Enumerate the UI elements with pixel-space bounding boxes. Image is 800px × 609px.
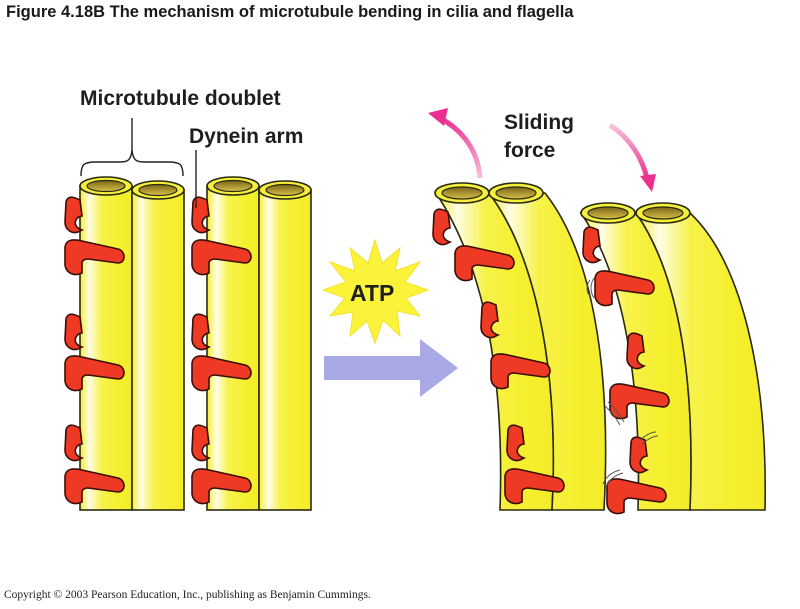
motion-lines-icon (586, 277, 659, 488)
microtubule-doublet-label: Microtubule doublet (80, 87, 281, 110)
dynein-arm-label: Dynein arm (189, 125, 304, 148)
microtubule-b (258, 189, 312, 511)
atp-burst-icon (321, 238, 430, 345)
microtubule-a (79, 185, 133, 511)
sliding-force-label: Sliding force (504, 109, 574, 166)
dynein-arm (582, 226, 601, 264)
doublet-bracket (80, 149, 184, 177)
atp-label: ATP (350, 280, 395, 306)
sliding-arrow-down-right-icon (608, 122, 650, 179)
microtubule-b (634, 212, 767, 511)
sliding-force-line2: force (504, 139, 556, 163)
dynein-arm (432, 208, 451, 246)
left-doublet-2 (191, 176, 312, 511)
right-doublet-1 (432, 182, 607, 511)
left-doublet-1 (64, 176, 185, 511)
figure-title: Figure 4.18B The mechanism of microtubul… (6, 3, 574, 21)
sliding-force-line1: Sliding (504, 111, 574, 134)
copyright-notice: Copyright © 2003 Pearson Education, Inc.… (4, 589, 371, 601)
sliding-arrow-up-left-icon (438, 115, 483, 179)
microtubule-a (206, 185, 260, 511)
right-doublet-2 (579, 202, 767, 515)
process-arrow-icon (324, 339, 458, 397)
microtubule-b (131, 189, 185, 511)
microtubule-b (487, 192, 607, 511)
